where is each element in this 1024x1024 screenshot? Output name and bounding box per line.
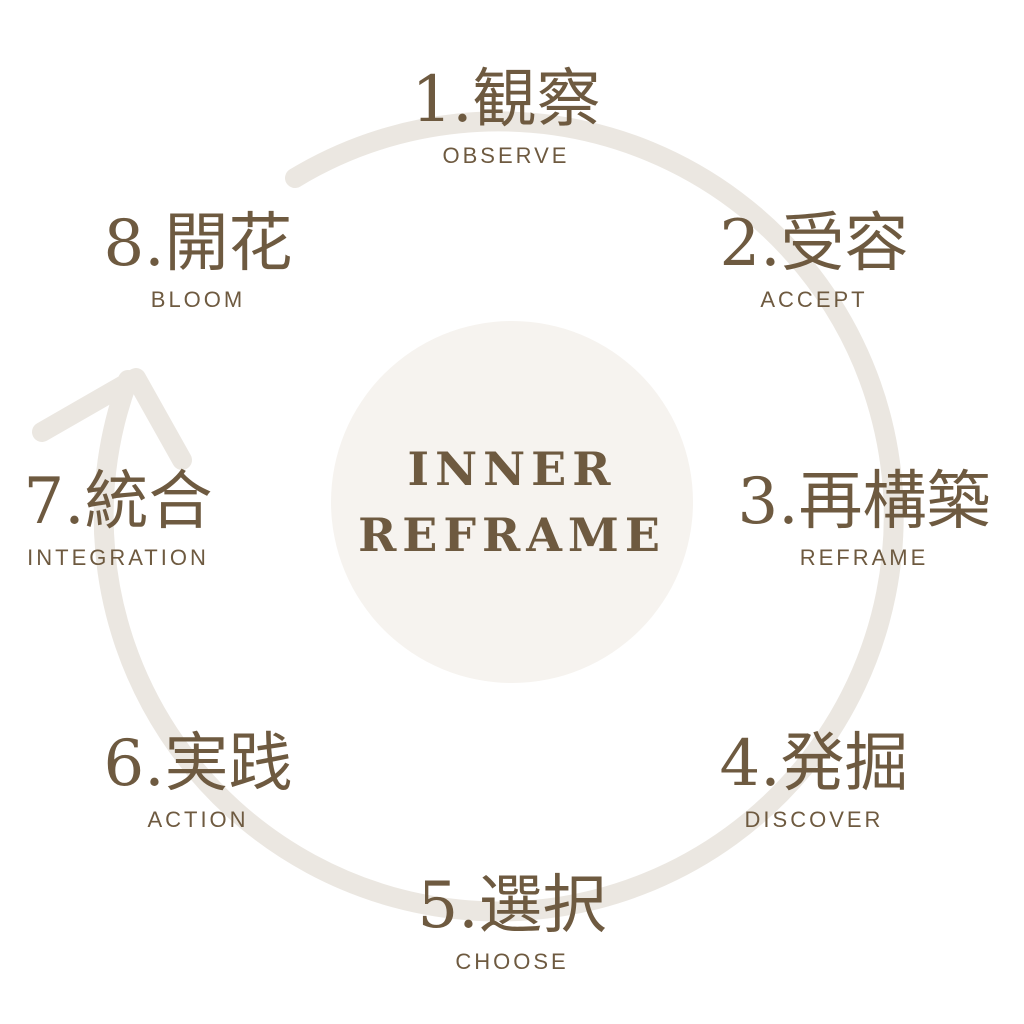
stage-en-label: CHOOSE <box>455 949 569 974</box>
stage-jp-label: 7.統合 <box>23 465 213 539</box>
stage-choose: 5.選択 CHOOSE <box>362 868 662 976</box>
stage-jp-label: 1.観察 <box>411 63 601 137</box>
center-circle <box>331 321 693 683</box>
cycle-ring-arc <box>93 111 904 922</box>
stage-action: 6.実践 ACTION <box>48 726 348 834</box>
stage-discover: 4.発掘 DISCOVER <box>664 726 964 834</box>
center-title: INNER REFRAME <box>332 322 692 682</box>
stage-jp-label: 2.受容 <box>719 207 909 281</box>
stage-bloom: 8.開花 BLOOM <box>48 206 348 314</box>
stage-reframe: 3.再構築 REFRAME <box>714 464 1014 572</box>
stage-en-label: INTEGRATION <box>27 545 209 570</box>
stage-jp-label: 5.選択 <box>417 869 607 943</box>
cycle-arrowhead <box>32 368 192 470</box>
center-title-line2: REFRAME <box>358 508 666 562</box>
center-title-line1: INNER <box>407 442 617 496</box>
stage-en-label: DISCOVER <box>744 807 884 832</box>
stage-en-label: REFRAME <box>799 545 929 570</box>
stage-en-label: ACCEPT <box>760 287 868 312</box>
stage-jp-label: 3.再構築 <box>737 465 991 539</box>
stage-jp-label: 8.開花 <box>103 207 293 281</box>
stage-en-label: OBSERVE <box>442 143 570 168</box>
stage-observe: 1.観察 OBSERVE <box>356 62 656 170</box>
stage-accept: 2.受容 ACCEPT <box>664 206 964 314</box>
stage-en-label: ACTION <box>147 807 249 832</box>
stage-en-label: BLOOM <box>150 287 246 312</box>
stage-integration: 7.統合 INTEGRATION <box>0 464 268 572</box>
stage-jp-label: 6.実践 <box>103 727 293 801</box>
stage-jp-label: 4.発掘 <box>719 727 909 801</box>
